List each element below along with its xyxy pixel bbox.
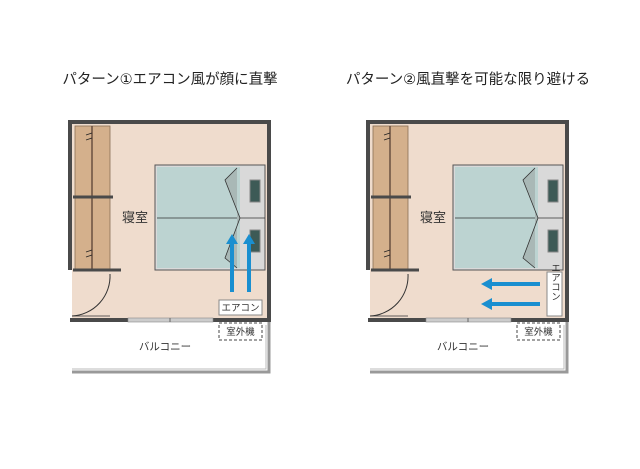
outdoor-unit-label: 室外機	[226, 326, 255, 338]
air-conditioner[interactable]	[546, 271, 563, 317]
air-conditioner[interactable]	[218, 299, 263, 316]
hanger-icon	[383, 132, 391, 258]
airflow-arrow	[481, 278, 540, 290]
room-wall	[368, 120, 569, 322]
floor-plan-pattern-1: パターン①エアコン風が顔に直撃 寝室 室外機 バルコニー エアコン	[62, 71, 278, 374]
airflow-arrow	[243, 234, 255, 292]
balcony-railing	[72, 322, 271, 374]
room-label: 寝室	[420, 210, 446, 226]
balcony-label: バルコニー	[139, 341, 191, 353]
airflow-arrow	[226, 234, 238, 292]
hanger-icon	[85, 132, 93, 258]
balcony-railing-inner	[72, 325, 267, 370]
door[interactable]	[71, 273, 111, 317]
pillow	[547, 229, 559, 253]
room-wall	[70, 120, 271, 322]
outdoor-unit	[218, 322, 263, 341]
balcony-label: バルコニー	[437, 341, 489, 353]
outdoor-unit-label: 室外機	[524, 326, 553, 338]
pillow	[547, 179, 559, 203]
floor-plan-pattern-2: パターン②風直撃を可能な限り避ける 寝室 室外機 バルコニー エアコン	[346, 71, 590, 374]
balcony-railing	[370, 322, 569, 374]
air-conditioner-label: エアコン	[221, 303, 259, 314]
pattern-title: パターン②風直撃を可能な限り避ける	[346, 71, 590, 88]
pillow	[249, 179, 261, 203]
room-label: 寝室	[122, 210, 148, 226]
door[interactable]	[369, 273, 409, 317]
outdoor-unit	[516, 322, 561, 341]
air-conditioner-label: エアコン	[549, 263, 561, 301]
balcony-railing-inner	[370, 325, 565, 370]
airflow-arrow	[481, 298, 540, 310]
pattern-title: パターン①エアコン風が顔に直撃	[62, 71, 277, 88]
blanket-fold	[522, 167, 539, 269]
